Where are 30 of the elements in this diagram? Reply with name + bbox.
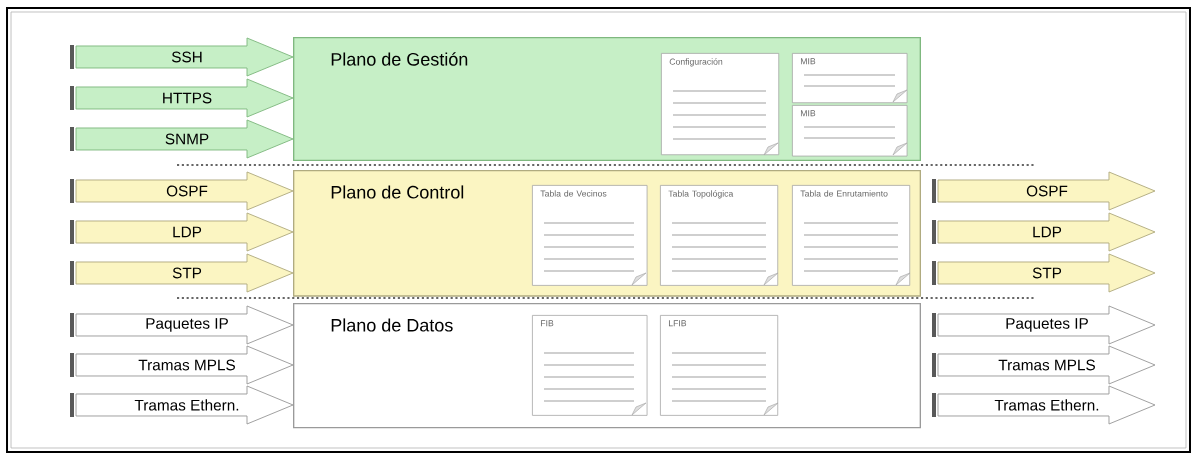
block-arrow [932, 385, 1156, 425]
block-arrow [70, 305, 294, 345]
edge-label: Tramas MPLS [998, 359, 1095, 371]
block-arrow [70, 119, 294, 159]
edge-label: HTTPS [163, 92, 212, 104]
block-arrow [70, 78, 294, 118]
block-arrow [70, 37, 294, 77]
block-arrow [932, 171, 1156, 211]
block-arrow [932, 253, 1156, 293]
edge-label: OSPF [1026, 185, 1068, 197]
edge-label: Tramas Ethern. [994, 399, 1099, 411]
block-arrow [932, 305, 1156, 345]
block-arrow [932, 212, 1156, 252]
edge-label: OSPF [166, 185, 208, 197]
edge-label: Tramas MPLS [138, 359, 235, 371]
block-arrow [70, 345, 294, 385]
block-arrow [70, 253, 294, 293]
edge-label: SNMP [165, 133, 209, 145]
edge-label: Tramas Ethern. [134, 399, 239, 411]
edge-label: STP [1032, 267, 1062, 279]
edge-label: LDP [1033, 226, 1062, 238]
block-arrow [70, 385, 294, 425]
edge-label: SSH [171, 51, 202, 63]
edge-label: STP [172, 267, 202, 279]
edge-label: Paquetes IP [1006, 318, 1088, 332]
block-arrow [932, 345, 1156, 385]
block-arrow [70, 171, 294, 211]
edge-label: LDP [173, 226, 202, 238]
block-arrow [70, 212, 294, 252]
edge-label: Paquetes IP [146, 318, 228, 332]
